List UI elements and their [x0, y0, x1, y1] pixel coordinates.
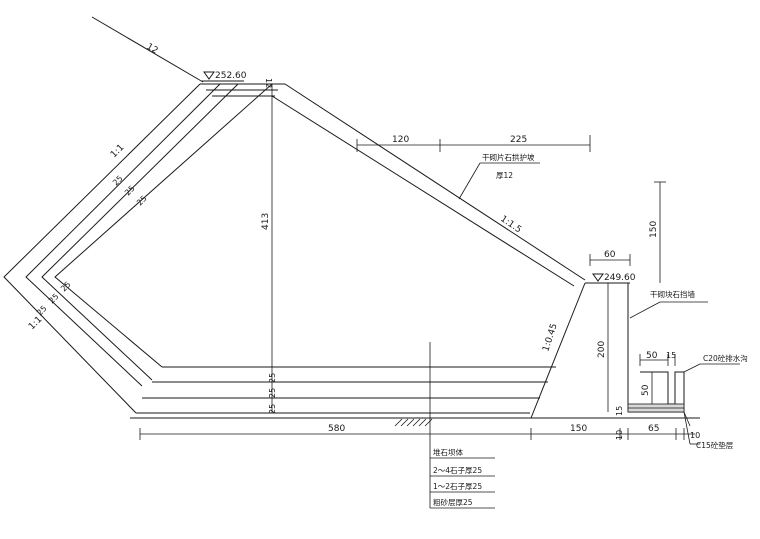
- legend-item-2: 2～4石子厚25: [433, 466, 482, 475]
- ditch-note: C20砼排水沟: [703, 353, 748, 363]
- layer-base-3: 25: [268, 404, 277, 414]
- elevation-bottom-marker-icon: [592, 273, 604, 282]
- elevation-top-marker-icon: [203, 71, 215, 80]
- protection-thickness: 厚12: [496, 171, 513, 180]
- ground-hatch-3: [406, 418, 415, 427]
- front-slope-inner: [271, 95, 575, 287]
- outer-layer-2: [25, 83, 221, 387]
- backfill-slope-line: [91, 16, 204, 83]
- cushion-leader-2: [683, 411, 691, 445]
- ground-hatch-4: [412, 418, 421, 427]
- outer-layer-4: [54, 83, 273, 368]
- crest-dim-label: 12: [264, 78, 273, 88]
- backfill-slope-label: 12: [145, 42, 160, 56]
- layer-left-2: 25: [47, 292, 61, 306]
- height-dim-label: 413: [261, 213, 271, 230]
- cap-60-label: 60: [604, 250, 616, 260]
- ground-hatch-6: [424, 418, 433, 427]
- elevation-bottom-label: 249.60: [604, 273, 636, 283]
- outer-slope-label-bottom: 1:1: [27, 315, 44, 332]
- elevation-top-label: 252.60: [215, 71, 247, 81]
- wall-note: 干砌块石挡墙: [650, 289, 695, 299]
- bench-225-label: 225: [510, 135, 527, 145]
- wall-slope-label: 1:0.45: [541, 322, 559, 352]
- base-150-label: 150: [570, 424, 587, 434]
- base-580-label: 580: [328, 424, 345, 434]
- ditch-wall-label: 15: [666, 351, 676, 360]
- front-slope-line: [284, 83, 586, 281]
- protection-leader: [458, 162, 481, 200]
- legend-item-4: 粗砂层厚25: [433, 497, 473, 507]
- outer-layer-1: [3, 83, 201, 414]
- wall-leader: [629, 301, 661, 319]
- outer-slope-label-top: 1:1: [109, 143, 126, 160]
- base-10a-label: 10: [615, 430, 624, 440]
- right-150-label: 150: [649, 221, 659, 238]
- ground-hatch-5: [418, 418, 427, 427]
- base-65-label: 65: [648, 424, 659, 434]
- ditch-leader: [683, 363, 701, 373]
- legend-item-3: 1～2石子厚25: [433, 482, 482, 491]
- wall-face-line: [530, 282, 586, 419]
- layer-base-1: 25: [268, 373, 277, 383]
- base-10b-label: 10: [690, 431, 700, 440]
- ground-hatch-2: [400, 418, 409, 427]
- outer-layer-3: [41, 83, 239, 381]
- layer-top-1: 25: [111, 174, 125, 188]
- layer-base-2: 25: [268, 388, 277, 398]
- ditch-width-label: 50: [646, 351, 658, 361]
- bench-120-label: 120: [392, 135, 409, 145]
- wall-200-label: 200: [597, 341, 607, 358]
- cushion-leader: [683, 411, 691, 427]
- front-slope-label: 1:1.5: [498, 214, 523, 235]
- cushion-note: C15砼垫层: [696, 440, 734, 450]
- slab-15-label: 15: [615, 406, 624, 416]
- protection-note: 干砌片石拱护坡: [482, 152, 535, 162]
- ground-hatch-1: [394, 418, 403, 427]
- ditch-depth-label: 50: [641, 384, 651, 396]
- legend-item-1: 堆石坝体: [433, 447, 463, 457]
